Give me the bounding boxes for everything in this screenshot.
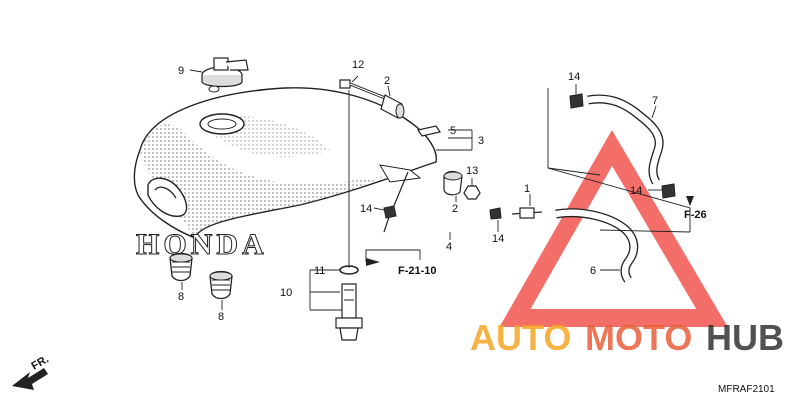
callout-5: 5: [450, 125, 456, 137]
callout-11: 11: [314, 265, 325, 277]
ref-f-21-10: F-21-10: [398, 265, 437, 277]
reference-arrows: [366, 196, 694, 266]
side-damper-left: [169, 252, 193, 282]
leader-lines: [181, 69, 691, 311]
drain-tube-upper: [587, 95, 663, 184]
callout-13: 13: [466, 165, 478, 177]
callout-8-right: 8: [218, 311, 224, 323]
callout-2-lower: 2: [452, 203, 458, 215]
callout-12: 12: [352, 59, 364, 71]
diagram-code: MFRAF2101: [718, 384, 775, 395]
watermark-text: AUTO MOTO HUB: [470, 317, 784, 358]
flange-nut: [463, 185, 481, 200]
side-damper-right: [209, 270, 233, 300]
callout-6: 6: [590, 265, 596, 277]
rubber-damper-lower: [443, 170, 463, 196]
filler-neck: [199, 113, 245, 135]
callout-14-top: 14: [568, 71, 580, 83]
tube-joint: [511, 207, 543, 219]
tube-clip-side: [661, 183, 676, 199]
callout-4: 4: [446, 241, 452, 253]
tank-texture-shading: [140, 124, 385, 238]
watermark-hub: HUB: [706, 317, 784, 358]
callout-2-upper: 2: [384, 75, 390, 87]
callout-9: 9: [178, 65, 184, 77]
callout-14-center: 14: [360, 203, 372, 215]
fuel-cap: [201, 57, 249, 93]
rubber-damper-upper: [380, 94, 405, 119]
fuel-tank: HONDA: [133, 87, 437, 262]
callout-8-left: 8: [178, 291, 184, 303]
caution-label: [417, 125, 441, 137]
watermark-auto: AUTO: [470, 317, 571, 358]
callout-7: 7: [652, 95, 658, 107]
watermark-triangle: [499, 130, 728, 327]
tube-clip-right: [489, 207, 502, 220]
callout-10: 10: [280, 287, 292, 299]
callout-1: 1: [524, 183, 530, 195]
callout-14-side: 14: [630, 185, 642, 197]
fuel-valve-assembly: [335, 283, 363, 341]
direction-label: FR.: [30, 353, 51, 372]
tube-clip-top: [569, 93, 584, 109]
front-direction-arrow: FR.: [12, 353, 51, 390]
drain-tube-lower: [555, 209, 637, 282]
ref-f-26: F-26: [684, 209, 707, 221]
tube-clip-center: [383, 205, 397, 219]
callout-3: 3: [478, 135, 484, 147]
honda-logo-text: HONDA: [136, 228, 268, 261]
mounting-bolt: [339, 79, 391, 102]
callout-14-right: 14: [492, 233, 504, 245]
watermark-moto: MOTO: [585, 317, 692, 358]
